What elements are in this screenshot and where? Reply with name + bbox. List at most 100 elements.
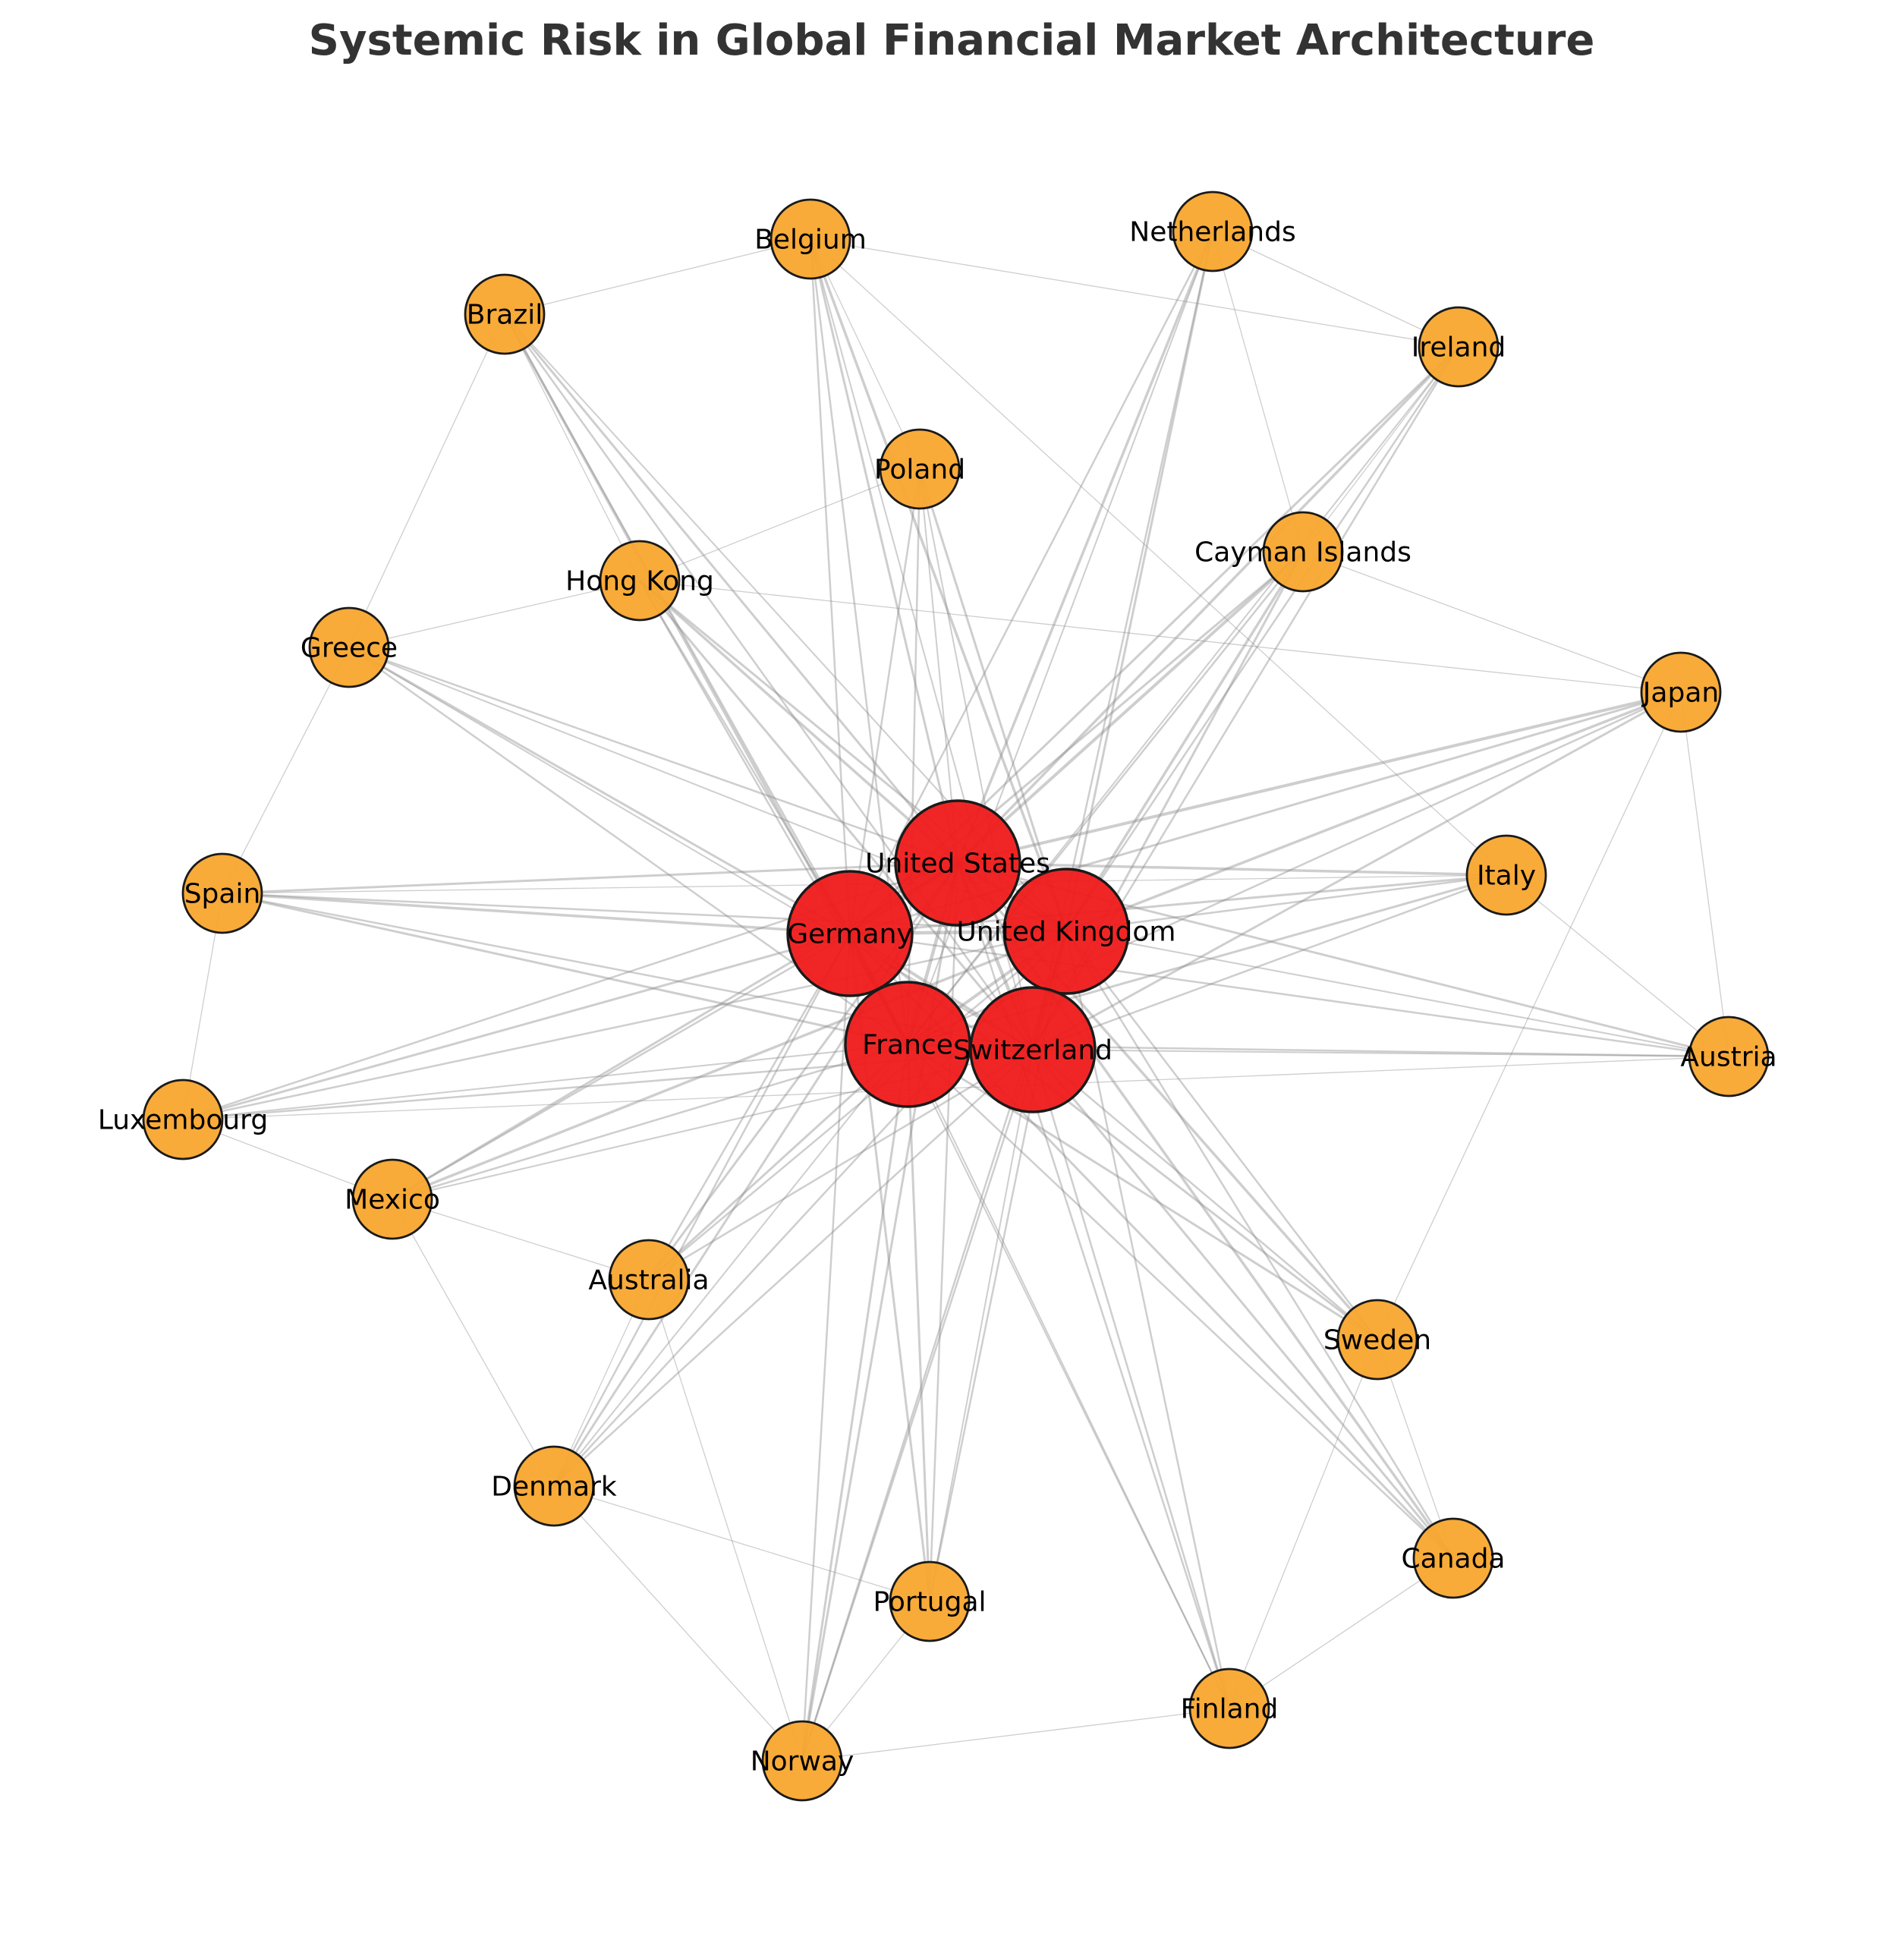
node-denmark (513, 1445, 595, 1527)
edge-belgium-germany (809, 238, 851, 934)
node-greece (308, 606, 390, 688)
node-label-belgium: Belgium (754, 225, 867, 256)
edge-greece-germany (348, 646, 851, 935)
node-luxembourg (142, 1079, 224, 1160)
edge-netherlands-germany (848, 231, 1214, 934)
edge-ireland-united-kingdom (1065, 346, 1460, 932)
node-label-switzerland: Switzerland (953, 1035, 1113, 1066)
node-poland (879, 428, 961, 510)
node-label-cayman-islands: Cayman Islands (1194, 537, 1411, 568)
node-label-luxembourg: Luxembourg (98, 1105, 268, 1136)
edge-norway-france (801, 1044, 909, 1762)
edge-brazil-germany (503, 313, 851, 934)
edge-australia-germany (647, 933, 851, 1280)
edge-luxembourg-france (182, 1044, 908, 1120)
node-label-australia: Australia (588, 1265, 709, 1296)
edge-greece-united-states (348, 646, 958, 864)
node-ireland (1418, 306, 1500, 388)
node-belgium (769, 198, 851, 280)
edge-canada-france (907, 1044, 1454, 1559)
edge-denmark-switzerland (553, 1049, 1034, 1487)
edge-brazil-united-states (503, 313, 959, 864)
edge-luxembourg-united-kingdom (182, 930, 1067, 1121)
edge-luxembourg-austria (182, 1056, 1729, 1120)
edge-japan-austria (1680, 691, 1729, 1057)
edge-canada-united-kingdom (1065, 931, 1455, 1559)
edge-japan-hong-kong (639, 580, 1682, 693)
node-label-italy: Italy (1477, 861, 1536, 892)
edge-netherlands-united-kingdom (1065, 231, 1214, 932)
node-label-norway: Norway (751, 1746, 854, 1778)
edge-belgium-united-states (809, 238, 959, 864)
node-japan (1640, 651, 1722, 733)
edge-brazil-hong-kong (504, 313, 640, 581)
edge-poland-germany (848, 468, 921, 934)
node-label-portugal: Portugal (873, 1587, 986, 1618)
edge-sweden-france (907, 1043, 1378, 1341)
edge-spain-united-states (222, 861, 958, 895)
node-label-mexico: Mexico (345, 1185, 440, 1216)
node-hong-kong (599, 540, 681, 622)
edge-norway-switzerland (801, 1049, 1034, 1762)
node-label-ireland: Ireland (1411, 332, 1506, 364)
edge-austria-switzerland (1032, 1049, 1729, 1057)
edge-denmark-germany (552, 933, 851, 1487)
edge-finland-france (907, 1044, 1230, 1709)
edge-australia-united-kingdom (648, 931, 1067, 1280)
edge-japan-switzerland (1032, 691, 1682, 1051)
edge-mexico-germany (392, 932, 851, 1201)
edge-spain-germany (222, 892, 851, 935)
edge-brazil-greece (348, 313, 505, 648)
edge-australia-switzerland (648, 1048, 1034, 1281)
edge-finland-switzerland (1031, 1049, 1231, 1709)
edge-greece-hong-kong (348, 580, 640, 648)
node-label-spain: Spain (184, 879, 261, 910)
edge-japan-united-kingdom (1065, 691, 1682, 933)
edge-portugal-united-states (928, 862, 959, 1602)
node-finland (1188, 1667, 1270, 1749)
edge-japan-sweden (1377, 691, 1682, 1340)
edge-netherlands-cayman-islands (1212, 231, 1304, 553)
edge-spain-france (222, 892, 908, 1046)
edge-japan-united-states (957, 691, 1682, 864)
edge-denmark-norway (553, 1485, 803, 1762)
node-cayman-islands (1262, 511, 1344, 593)
edge-cayman-islands-united-kingdom (1065, 551, 1304, 932)
edge-hong-kong-germany (638, 580, 851, 934)
edge-denmark-france (553, 1044, 908, 1487)
node-netherlands (1172, 191, 1254, 272)
edge-mexico-australia (392, 1198, 650, 1280)
edge-mexico-united-kingdom (392, 930, 1067, 1201)
edge-sweden-united-kingdom (1065, 931, 1378, 1340)
node-label-united-states: United States (865, 849, 1050, 880)
node-mexico (351, 1158, 433, 1240)
node-switzerland (969, 986, 1097, 1113)
edge-belgium-ireland (810, 238, 1459, 348)
edge-mexico-denmark (392, 1198, 555, 1487)
nodes-layer (142, 191, 1770, 1802)
edge-brazil-switzerland (503, 313, 1034, 1050)
edge-norway-germany (801, 933, 851, 1762)
node-norway (761, 1720, 843, 1802)
node-spain (181, 852, 263, 934)
node-italy (1465, 834, 1547, 916)
edge-mexico-france (392, 1043, 908, 1201)
edge-ireland-cayman-islands (1302, 346, 1459, 553)
edge-ireland-united-states (956, 345, 1460, 864)
edge-denmark-portugal (553, 1485, 930, 1602)
node-label-poland: Poland (874, 455, 965, 486)
node-sweden (1336, 1299, 1418, 1381)
edge-austria-united-kingdom (1065, 931, 1729, 1057)
edge-greece-spain (222, 647, 350, 894)
node-austria (1688, 1016, 1770, 1097)
edge-belgium-brazil (504, 238, 811, 315)
figure-title: Systemic Risk in Global Financial Market… (309, 16, 1595, 65)
node-label-austria: Austria (1680, 1042, 1777, 1073)
node-label-canada: Canada (1402, 1544, 1506, 1575)
edge-belgium-italy (810, 238, 1507, 876)
node-label-sweden: Sweden (1323, 1325, 1431, 1356)
node-label-brazil: Brazil (467, 300, 543, 331)
